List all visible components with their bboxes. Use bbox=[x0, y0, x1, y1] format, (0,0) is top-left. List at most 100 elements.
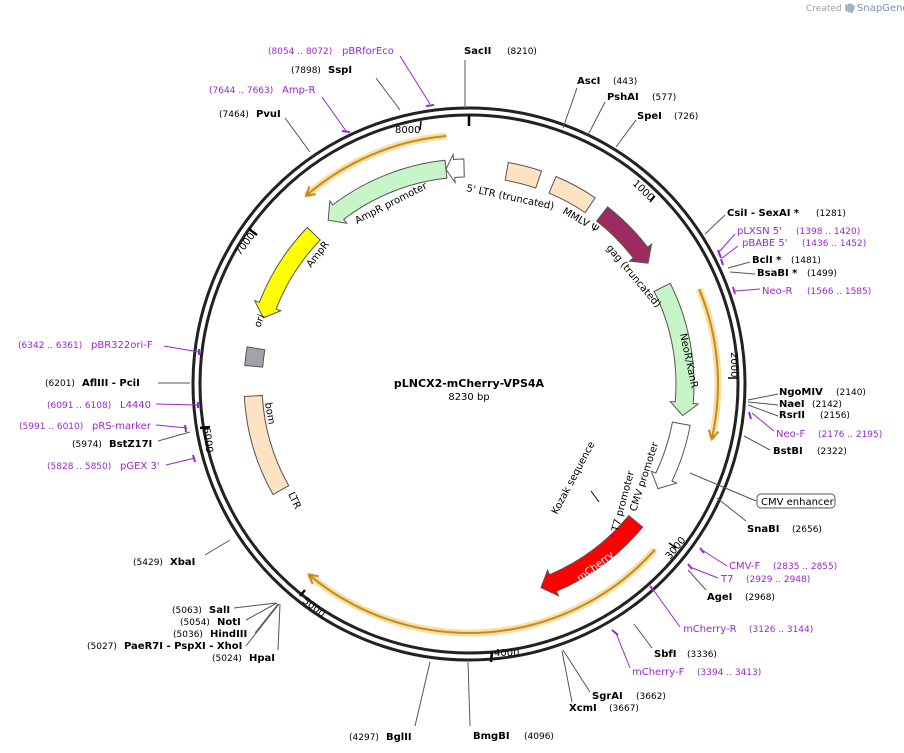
primer-name-prs-marker: pRS-marker bbox=[92, 421, 152, 432]
leader-pbrforeco bbox=[399, 55, 431, 105]
feature-mmlv-psi bbox=[548, 175, 596, 214]
features bbox=[243, 152, 700, 597]
leader-neo-r bbox=[734, 288, 761, 292]
primer-name-pbr322ori-f: pBR322ori-F bbox=[91, 340, 153, 351]
primer-name-mcherry-f: mCherry-F bbox=[632, 667, 685, 678]
site-name-bmgbi: BmgBI bbox=[473, 731, 510, 742]
site-pos-bmgbi: (4096) bbox=[524, 732, 554, 742]
leader-rsrii bbox=[747, 404, 779, 417]
credit-app: SnapGene bbox=[857, 3, 904, 14]
primer-labels: (8054 .. 8072) pBRforEco (7644 .. 7663) … bbox=[18, 46, 882, 678]
site-name-sacii: SacII bbox=[464, 46, 491, 57]
site-name-snabi: SnaBI bbox=[747, 524, 779, 535]
primer-pos-cmv-f: (2835 .. 2855) bbox=[773, 562, 837, 572]
site-name-afliii: AflIII - PciI bbox=[82, 378, 140, 389]
leader-xhoi bbox=[245, 603, 280, 647]
primer-pos-pgex: (5828 .. 5850) bbox=[47, 462, 111, 472]
orf-arc-arrowhead bbox=[307, 573, 319, 585]
orf-arc bbox=[305, 135, 447, 197]
primer-name-neo-r: Neo-R bbox=[762, 286, 793, 297]
leader-xcmi bbox=[561, 650, 573, 703]
feature-cmv-promoter bbox=[650, 421, 691, 490]
site-pos-sali: (5063) bbox=[172, 606, 202, 616]
site-name-hpai: HpaI bbox=[249, 653, 275, 664]
leader-mcherry-r bbox=[651, 587, 681, 628]
site-pos-sgrai: (3662) bbox=[636, 692, 666, 702]
leader-bmgbi bbox=[467, 661, 471, 727]
cmv-enhancer-label: CMV enhancer bbox=[756, 493, 836, 509]
primer-name-amp-r: Amp-R bbox=[282, 85, 316, 96]
leader-snabi bbox=[716, 497, 747, 522]
feature-neor-kanr bbox=[653, 282, 700, 417]
leader-cmv-f bbox=[701, 549, 728, 567]
site-name-pshai: PshAI bbox=[607, 92, 639, 103]
leader-bstz17i bbox=[157, 431, 191, 442]
site-name-rsrii: RsrII bbox=[779, 410, 805, 421]
primer-pos-neo-f: (2176 .. 2195) bbox=[818, 430, 882, 440]
orf-arcs bbox=[303, 132, 722, 637]
leader-bsabi bbox=[729, 271, 756, 275]
site-name-bglii: BglII bbox=[386, 732, 412, 743]
primer-mark-plxsn bbox=[717, 249, 722, 259]
site-pos-rsrii: (2156) bbox=[820, 411, 850, 421]
primer-mark-cmv-f bbox=[699, 547, 705, 554]
cmv-enhancer-text: CMV enhancer bbox=[761, 497, 835, 508]
site-pos-afliii: (6201) bbox=[45, 379, 75, 389]
primer-pos-pbabe: (1436 .. 1452) bbox=[802, 239, 866, 249]
site-pos-bglii: (4297) bbox=[349, 733, 379, 743]
tick-label-4000: 4000 bbox=[494, 648, 519, 659]
site-name-agei: AgeI bbox=[707, 592, 732, 603]
site-pos-sspi: (7898) bbox=[291, 66, 321, 76]
leader-bstbi bbox=[743, 435, 771, 451]
leader-bglii bbox=[414, 661, 431, 727]
orf-arc bbox=[308, 548, 656, 634]
primer-mark-neo-r bbox=[732, 286, 736, 295]
feature-bom bbox=[244, 346, 266, 368]
primer-name-pgex: pGEX 3' bbox=[120, 461, 160, 472]
site-name-bcli: BclI * bbox=[752, 255, 782, 266]
leader-cmv-enhancer bbox=[689, 472, 757, 502]
plasmid-name: pLNCX2-mCherry-VPS4A bbox=[394, 377, 545, 390]
orf-arc bbox=[698, 288, 719, 440]
feature-5-ltr-truncated bbox=[504, 161, 543, 189]
leader-pshai bbox=[587, 101, 606, 136]
leader-sali bbox=[233, 602, 277, 609]
primer-name-plxsn: pLXSN 5' bbox=[737, 226, 782, 237]
site-name-csii-sexai: CsiI - SexAI * bbox=[727, 208, 800, 219]
tick-label-5000: 5000 bbox=[300, 596, 327, 620]
site-pos-naei: (2142) bbox=[812, 400, 842, 410]
primer-mark-mcherry-r bbox=[649, 585, 655, 592]
leader-t7 bbox=[689, 566, 719, 579]
site-name-sbfi: SbfI bbox=[654, 649, 676, 660]
leader-sspi bbox=[375, 77, 401, 111]
feature-ori bbox=[253, 226, 321, 319]
primer-name-pbabe: pBABE 5' bbox=[742, 238, 788, 249]
site-pos-csii-sexai: (1281) bbox=[816, 209, 846, 219]
leader-amp-r bbox=[321, 96, 347, 132]
primer-mark-neo-f bbox=[748, 411, 752, 420]
site-name-noti: NotI bbox=[217, 617, 241, 628]
site-pos-pvui: (7464) bbox=[219, 110, 249, 120]
feature-label-bom: bom bbox=[262, 402, 277, 426]
primer-pos-neo-r: (1566 .. 1585) bbox=[807, 287, 871, 297]
leader-l4440 bbox=[155, 403, 199, 406]
leader-neo-f bbox=[751, 412, 775, 432]
feature-label-kozak: Kozak sequence bbox=[550, 440, 598, 516]
site-name-asci: AscI bbox=[577, 76, 600, 87]
tick-6000 bbox=[199, 425, 211, 430]
primer-name-mcherry-r: mCherry-R bbox=[683, 624, 737, 635]
feature-label-ori: ori bbox=[253, 313, 268, 329]
leader-ngomiv bbox=[747, 393, 779, 401]
leader-naei bbox=[747, 401, 779, 406]
leader-bcli bbox=[727, 261, 751, 269]
site-name-bstz17i: BstZ17I bbox=[109, 439, 152, 450]
primer-pos-pbrforeco: (8054 .. 8072) bbox=[268, 47, 332, 57]
site-pos-xbai: (5429) bbox=[133, 558, 163, 568]
site-name-sali: SalI bbox=[209, 605, 230, 616]
tick-5000 bbox=[299, 589, 306, 597]
site-pos-spei: (726) bbox=[674, 112, 698, 122]
site-pos-xhoi: (5027) bbox=[87, 642, 117, 652]
site-name-xcmi: XcmI bbox=[569, 703, 597, 714]
site-name-bstbi: BstBI bbox=[773, 446, 803, 457]
site-pos-hindiii: (5036) bbox=[173, 630, 203, 640]
